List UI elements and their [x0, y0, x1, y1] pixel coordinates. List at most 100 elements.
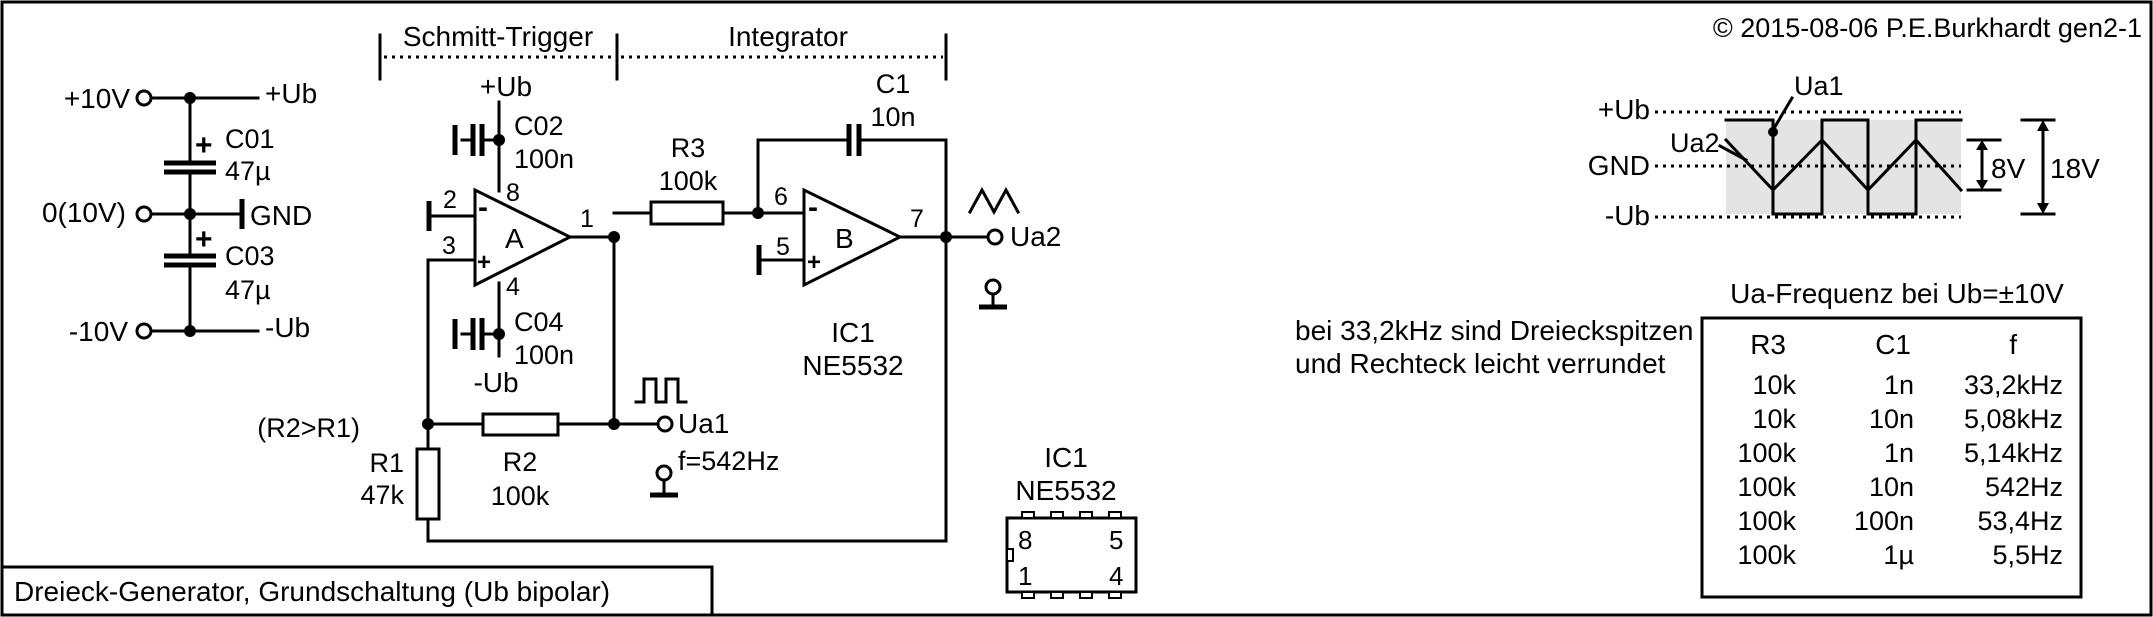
opamp-b-label: B: [835, 223, 854, 254]
pin8-label: 8: [506, 179, 520, 207]
plus10-terminal: [135, 89, 153, 107]
freq-label: f=542Hz: [678, 446, 779, 476]
opamp-b: [802, 187, 904, 288]
pin7-label: 7: [910, 205, 924, 233]
freq-row-f: 33,2kHz: [1964, 370, 2063, 400]
freq-row-r3: 100k: [1737, 506, 1796, 536]
triangle-wave-icon: [967, 186, 1021, 216]
opamp-a-plus: +: [477, 249, 491, 276]
zero-terminal: [135, 205, 153, 223]
chip-pin1: 1: [1018, 561, 1032, 591]
caption: Dreieck-Generator, Grundschaltung (Ub bi…: [14, 576, 610, 607]
c02-value: 100n: [514, 144, 574, 174]
freq-row-r3: 100k: [1737, 472, 1796, 502]
pin5-label: 5: [776, 233, 790, 261]
freq-table-title: Ua-Frequenz bei Ub=±10V: [1730, 278, 2064, 309]
freq-row-f: 5,08kHz: [1964, 404, 2063, 434]
feedback-network: R2 100k (R2>R1) R1 47k: [257, 235, 948, 543]
r2-label: R2: [503, 447, 538, 477]
ua2-label: Ua2: [1010, 221, 1061, 252]
schmitt-header: Schmitt-Trigger: [403, 21, 593, 52]
schmitt-trigger: +Ub C02 100n 8 A - + 4 C04 100n -Ub 2: [426, 71, 620, 426]
integrator-header: Integrator: [728, 21, 848, 52]
freq-row-r3: 10k: [1752, 370, 1796, 400]
c04-value: 100n: [514, 340, 574, 370]
freq-row-r3: 100k: [1737, 438, 1796, 468]
wave-ua2: Ua2: [1670, 128, 1720, 158]
ua1-output: Ua1 f=542Hz: [634, 377, 779, 498]
freq-row-c1: 1µ: [1883, 540, 1914, 570]
opamp-a: [473, 187, 574, 288]
ua1-label: Ua1: [678, 408, 729, 439]
r2-value: 100k: [491, 481, 550, 511]
c03-value: 47µ: [225, 275, 271, 305]
pin2-label: 2: [443, 186, 457, 214]
freq-row-r3: 100k: [1737, 540, 1796, 570]
ua2-terminal: [986, 228, 1004, 246]
ua2-ground-terminal: [984, 278, 1002, 296]
chip-pin5: 5: [1109, 525, 1123, 555]
ua1-ground-terminal: [655, 464, 673, 482]
freq-row-c1: 1n: [1884, 438, 1914, 468]
chip-pin8: 8: [1018, 525, 1032, 555]
ic1-label: IC1: [831, 317, 875, 348]
plus10-label: +10V: [64, 83, 130, 114]
freq-row-f: 5,14kHz: [1964, 438, 2063, 468]
c04-label: C04: [514, 307, 564, 337]
waveform-diagram: +Ub GND -Ub Ua1 Ua2 8V 18V: [1588, 71, 2100, 231]
minus10-terminal: [135, 322, 153, 340]
c1-value: 10n: [870, 102, 915, 132]
ua1-square-trace: [1724, 118, 1963, 216]
caption-box: [0, 565, 714, 617]
schmitt-ub-plus: +Ub: [480, 71, 532, 102]
opamp-a-label: A: [505, 223, 524, 254]
copyright: © 2015-08-06 P.E.Burkhardt gen2-1: [1713, 13, 2142, 43]
section-headers: Schmitt-Trigger Integrator: [378, 21, 948, 81]
r1-resistor: [415, 447, 441, 521]
c03-label: C03: [225, 241, 275, 271]
ub-minus-label: -Ub: [265, 312, 310, 343]
wave-ub-plus: +Ub: [1598, 94, 1650, 125]
chip-type-label: NE5532: [1015, 475, 1116, 506]
integrator: R3 100k C1 10n B - + 6 5 7 IC1 NE5532: [612, 69, 990, 381]
c1-label: C1: [876, 69, 911, 99]
gnd-label: GND: [250, 200, 312, 231]
freq-row-f: 53,4Hz: [1977, 506, 2063, 536]
freq-row-f: 5,5Hz: [1992, 540, 2063, 570]
freq-table-header-f: f: [2009, 329, 2017, 360]
note-line1: bei 33,2kHz sind Dreieckspitzen: [1295, 315, 1693, 346]
r2-resistor: [481, 412, 560, 437]
ua2-triangle-trace: [1723, 137, 1964, 193]
opamp-b-plus: +: [807, 249, 821, 276]
c02-label: C02: [514, 111, 564, 141]
c01-label: C01: [225, 124, 275, 154]
c01-value: 47µ: [225, 156, 271, 186]
wave-ua1: Ua1: [1794, 71, 1844, 101]
ua2-output: Ua2: [967, 186, 1061, 310]
wave-ub-minus: -Ub: [1605, 200, 1650, 231]
freq-row-c1: 10n: [1869, 404, 1914, 434]
pin3-label: 3: [442, 232, 456, 260]
chip-notch: [1006, 548, 1014, 562]
freq-table-frame: [1700, 316, 2083, 599]
minus10-label: -10V: [69, 316, 128, 347]
square-wave-icon: [634, 377, 688, 404]
chip-pinout: IC1 NE5532 8 5 1 4: [1005, 442, 1138, 599]
freq-row-c1: 100n: [1854, 506, 1914, 536]
pin1-label: 1: [580, 205, 594, 233]
pin4-label: 4: [506, 273, 520, 301]
freq-row-f: 542Hz: [1985, 472, 2063, 502]
ub-plus-label: +Ub: [265, 78, 317, 109]
supply-section: +10V +Ub 0(10V) GND -10V -Ub + C01 47µ +…: [42, 78, 317, 347]
r3-resistor: [649, 200, 725, 226]
opamp-b-minus: -: [808, 191, 818, 224]
schmitt-ub-minus: -Ub: [473, 367, 518, 398]
ic1-type: NE5532: [802, 350, 903, 381]
c01-plus: +: [195, 129, 213, 162]
c03-plus: +: [195, 223, 213, 256]
chip-ic-label: IC1: [1044, 442, 1088, 473]
r1-value: 47k: [360, 480, 404, 510]
r2-gt-r1-condition: (R2>R1): [257, 413, 360, 443]
